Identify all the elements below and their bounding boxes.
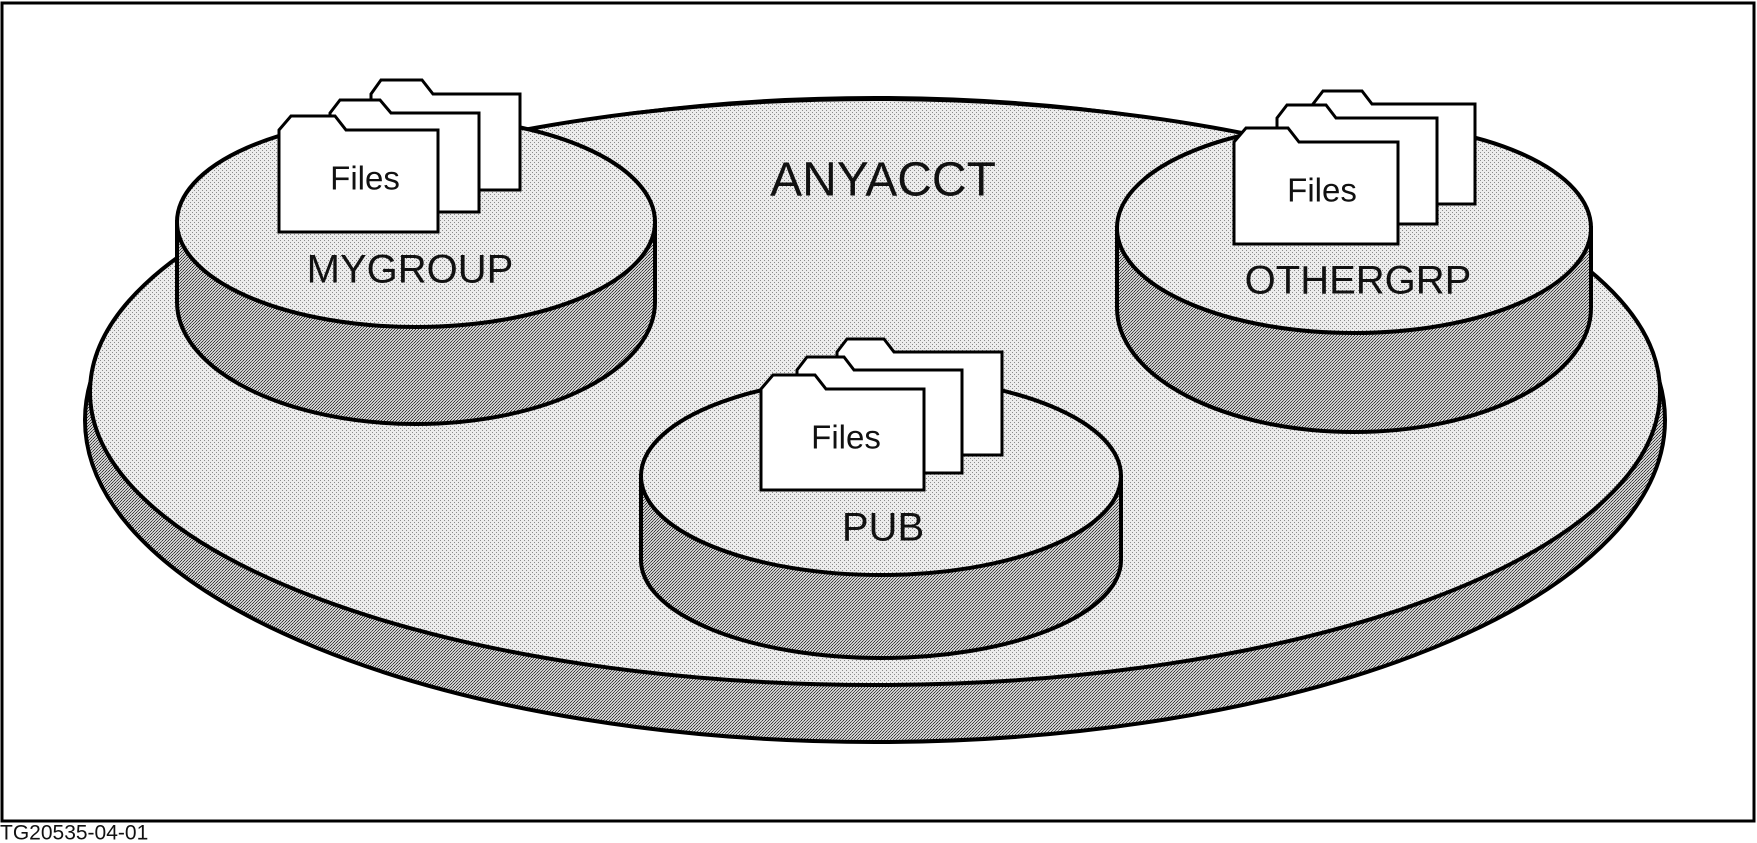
folder-stack: Files xyxy=(1232,89,1477,246)
folder-label: Files xyxy=(811,419,881,456)
folder-label: Files xyxy=(330,160,400,197)
group-label-mygroup: MYGROUP xyxy=(307,248,514,292)
group-label-pub: PUB xyxy=(842,506,924,550)
folder-front xyxy=(759,373,926,492)
group-cylinder-othergrp: Files OTHERGRP xyxy=(1115,89,1593,434)
folder-front xyxy=(277,114,440,234)
group-cylinder-mygroup: Files MYGROUP xyxy=(175,78,657,426)
group-label-othergrp: OTHERGRP xyxy=(1245,259,1472,303)
figure-id: TG20535-04-01 xyxy=(0,822,148,843)
account-label: ANYACCT xyxy=(770,154,996,207)
folder-front xyxy=(1232,126,1400,246)
group-cylinder-pub: Files PUB xyxy=(639,337,1123,660)
folder-stack: Files xyxy=(277,78,522,234)
folder-label: Files xyxy=(1287,172,1357,209)
folder-stack: Files xyxy=(759,337,1004,492)
